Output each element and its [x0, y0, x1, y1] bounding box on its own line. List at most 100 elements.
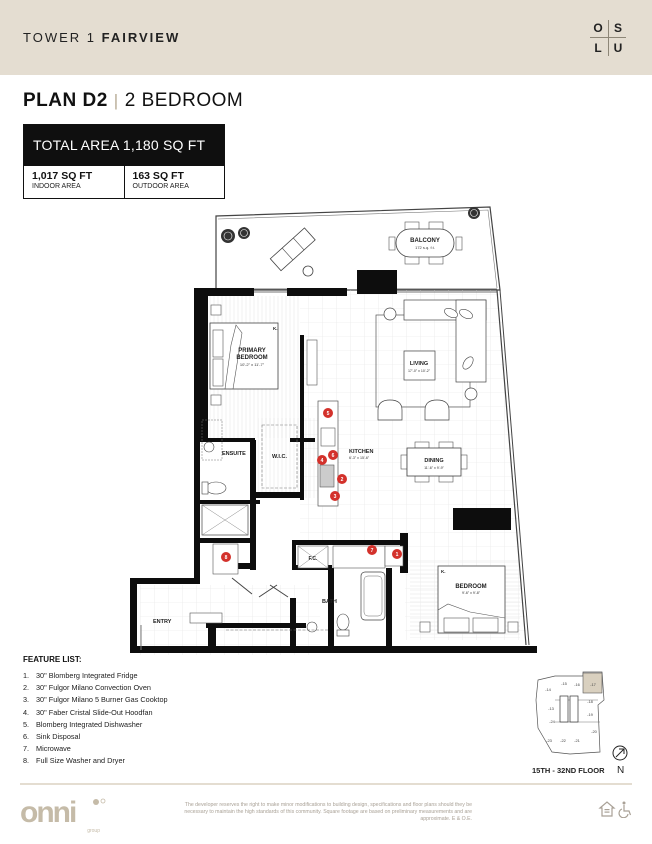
kitchen-dims: 6'-3" x 15'-6": [349, 456, 370, 460]
feature-markers: 1 2 3 4 5 6 7 8: [221, 408, 402, 562]
svg-text:-14: -14: [545, 687, 552, 692]
marker-3: 3: [330, 491, 340, 501]
bedroom-bed: K.: [419, 565, 519, 634]
wic-label: W.I.C.: [272, 454, 287, 460]
onni-logo: onni group: [20, 796, 110, 841]
svg-text:1: 1: [396, 552, 399, 558]
bedroom-dims: 9'-6" x 9'-8": [462, 591, 481, 595]
living-label: LIVING: [410, 361, 428, 367]
marker-2: 2: [337, 474, 347, 484]
indoor-area-value: 1,017 SQ FT: [32, 170, 93, 182]
equal-housing-icon: [598, 801, 616, 817]
svg-text:-24: -24: [549, 719, 556, 724]
dining-dims: 11'-6" x 9'-9": [424, 466, 445, 470]
entry-label: ENTRY: [153, 619, 172, 625]
tv-unit: [306, 339, 318, 386]
balcony-table: [388, 221, 463, 265]
fc-label: F.C.: [309, 556, 319, 562]
logo-letter-s: S: [613, 21, 622, 35]
feature-item: 3.30" Fulgor Milano 5 Burner Gas Cooktop: [23, 695, 168, 705]
accessibility-icon: [618, 801, 632, 819]
logo-letter-l: L: [594, 41, 602, 55]
svg-text:-19: -19: [587, 712, 594, 717]
k-mark-2: K.: [441, 569, 446, 574]
north-label: N: [617, 765, 625, 776]
feature-list-title: FEATURE LIST:: [23, 655, 82, 664]
primary-bed: K.: [209, 304, 279, 406]
svg-text:-20: -20: [591, 729, 598, 734]
living-furniture: [375, 299, 487, 421]
marker-6: 6: [328, 450, 338, 460]
oslu-logo: O S L U: [588, 18, 628, 58]
feature-list: FEATURE LIST: 1.30" Blomberg Integrated …: [23, 655, 168, 769]
balcony-dims: 172 s.q. f.t.: [415, 245, 435, 250]
svg-text:-15: -15: [561, 681, 568, 686]
svg-text:-21: -21: [574, 738, 581, 743]
feature-item: 5.Blomberg Integrated Dishwasher: [23, 719, 143, 729]
feature-item: 4.30" Faber Cristal Slide-Out Hoodfan: [23, 707, 153, 717]
primary-bedroom-label-1: PRIMARY: [238, 348, 265, 354]
lounge-chair-icon: [269, 227, 316, 272]
svg-text:-16: -16: [574, 682, 581, 687]
disclaimer: The developer reserves the right to make…: [184, 802, 472, 822]
total-area: TOTAL AREA 1,180 SQ FT: [24, 125, 224, 166]
logo-letter-u: U: [613, 41, 623, 55]
marker-8: 8: [221, 552, 231, 562]
logo-divider-vertical: [608, 20, 609, 56]
footer-divider: [20, 783, 632, 785]
north-arrow-icon: [612, 745, 628, 761]
marker-1: 1: [392, 549, 402, 559]
k-mark: K.: [273, 326, 278, 331]
feature-item: 7.Microwave: [23, 744, 71, 754]
floor-range-label: 15TH - 32ND FLOOR: [532, 766, 605, 775]
svg-text:7: 7: [371, 548, 374, 554]
svg-text:-17: -17: [590, 682, 597, 687]
primary-bedroom-dims: 10'-2" x 11'-7": [240, 362, 265, 367]
entry-bench: [189, 612, 223, 624]
walls: [130, 270, 537, 653]
kitchen-counter: [317, 400, 339, 507]
dining-label: DINING: [424, 458, 443, 464]
svg-text:4: 4: [321, 458, 324, 464]
feature-item: 1.30" Blomberg Integrated Fridge: [23, 671, 138, 680]
marker-4: 4: [317, 455, 327, 465]
svg-text:6: 6: [332, 453, 335, 459]
balcony-label: BALCONY: [410, 238, 440, 244]
brand-sub: group: [87, 828, 100, 834]
outdoor-area-label: OUTDOOR AREA: [132, 183, 189, 190]
area-summary: TOTAL AREA 1,180 SQ FT 1,017 SQ FT INDOO…: [23, 124, 225, 199]
plant-icon: [221, 207, 480, 243]
east-window: [254, 288, 530, 646]
outdoor-area: 163 SQ FT OUTDOOR AREA: [123, 166, 225, 198]
bath-label: BATH: [322, 599, 337, 605]
tower-title: TOWER 1 FAIRVIEW: [23, 30, 180, 45]
kitchen-label: KITCHEN: [349, 449, 373, 455]
svg-text:-22: -22: [560, 738, 567, 743]
outdoor-area-value: 163 SQ FT: [132, 170, 184, 182]
indoor-area-label: INDOOR AREA: [32, 183, 81, 190]
logo-letter-o: O: [593, 21, 603, 35]
marker-5: 5: [323, 408, 333, 418]
tower-name: FAIRVIEW: [101, 30, 181, 45]
bedroom-label: BEDROOM: [455, 584, 486, 590]
feature-item: 6.Sink Disposal: [23, 731, 81, 741]
svg-text:3: 3: [334, 494, 337, 500]
plan-title: PLAN D2|2 BEDROOM: [23, 90, 243, 112]
feature-item: 2.30" Fulgor Milano Convection Oven: [23, 683, 151, 693]
plan-name: PLAN D2: [23, 90, 108, 111]
tower-prefix: TOWER 1: [23, 30, 96, 45]
svg-text:5: 5: [327, 411, 330, 417]
compliance-icons: [598, 800, 634, 823]
living-dims: 17'-0" x 10'-2": [408, 369, 431, 373]
marker-7: 7: [367, 545, 377, 555]
brand-name: onni: [20, 796, 76, 829]
svg-text:-18: -18: [587, 699, 594, 704]
bath-fixtures: [226, 571, 386, 637]
page-header: TOWER 1 FAIRVIEW O S L U: [0, 0, 652, 75]
indoor-area: 1,017 SQ FT INDOOR AREA: [24, 166, 124, 198]
logo-divider-horizontal: [590, 37, 626, 38]
highlighted-unit: [582, 672, 603, 694]
ensuite-fixtures: [201, 419, 298, 536]
feature-item: 8.Full Size Washer and Dryer: [23, 756, 125, 766]
